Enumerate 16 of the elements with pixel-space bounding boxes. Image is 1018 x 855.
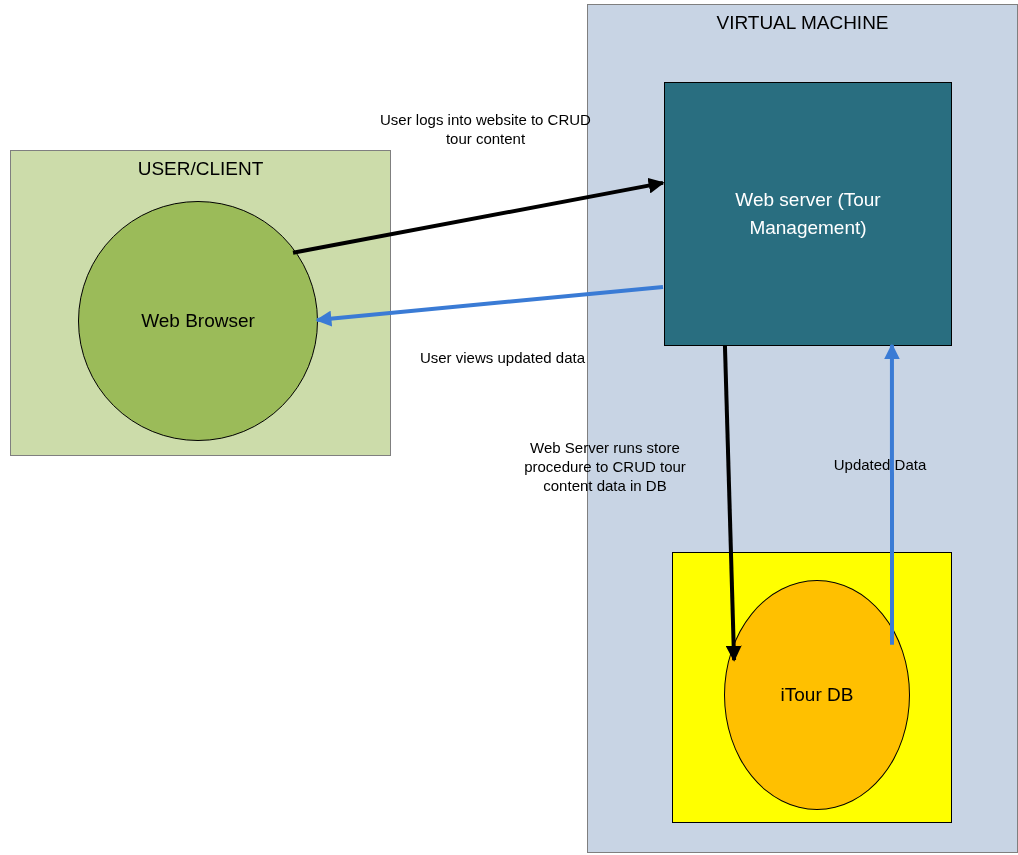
edge-label: Updated Data bbox=[832, 455, 928, 474]
edge-label: Web Server runs store procedure to CRUD tour content data in DB bbox=[523, 438, 687, 495]
node-label: Web Browser bbox=[141, 308, 255, 333]
node-label: iTour DB bbox=[780, 682, 854, 707]
node-label: Web server (Tour Management) bbox=[734, 188, 882, 240]
server-box bbox=[664, 82, 952, 346]
edge-label: User views updated data bbox=[418, 348, 587, 367]
arrow bbox=[883, 343, 900, 645]
arrow bbox=[292, 177, 665, 255]
edge-label: User logs into website to CRUD tour content bbox=[379, 110, 592, 148]
arrow bbox=[315, 284, 664, 327]
node-label: USER/CLIENT bbox=[136, 157, 265, 181]
node-label: VIRTUAL MACHINE bbox=[715, 11, 890, 35]
client-panel bbox=[10, 150, 391, 456]
arrow bbox=[722, 344, 742, 662]
database-server-box bbox=[672, 552, 952, 823]
